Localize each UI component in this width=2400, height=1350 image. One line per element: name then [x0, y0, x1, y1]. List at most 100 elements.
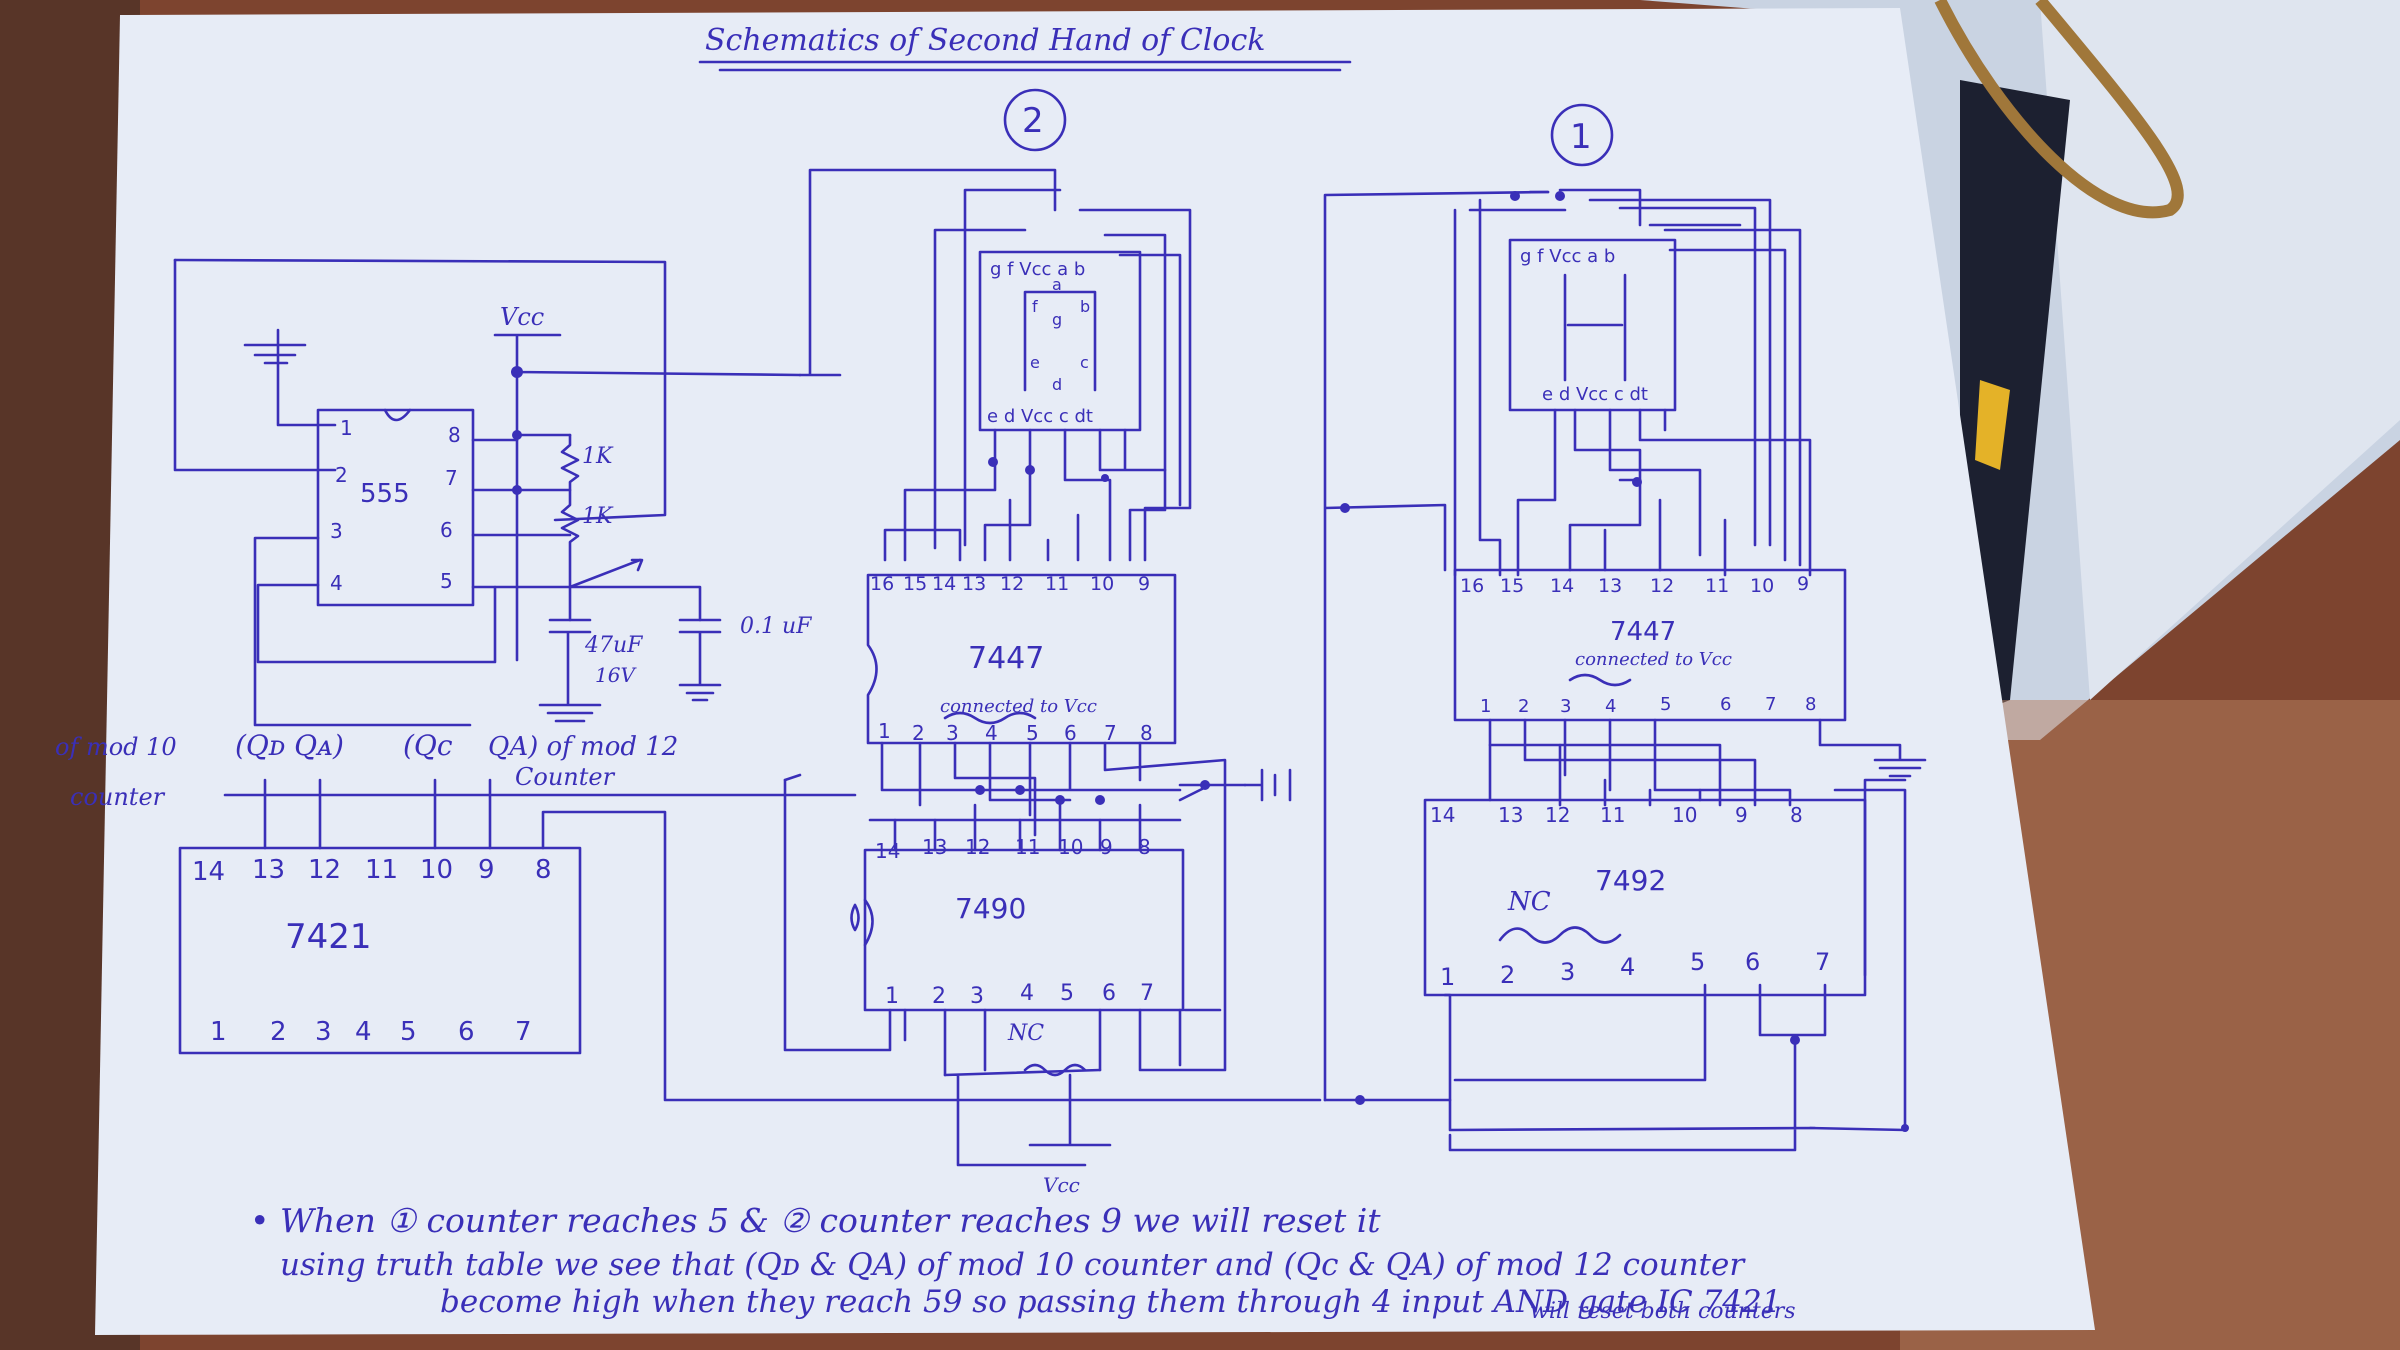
ic-7492-pin: 8 — [1790, 803, 1803, 827]
decoder-pin: 1 — [878, 719, 891, 743]
display-1-top-pins: g f Vcc a b — [1520, 246, 1615, 267]
decoder-pin: 6 — [1064, 721, 1077, 745]
ic-7492-top-pins: 14 13 12 11 10 9 8 — [1430, 803, 1803, 827]
ic-7421-pin: 14 — [192, 857, 225, 887]
ic-7492-pin: 9 — [1735, 803, 1748, 827]
ic-7421-top-pins: 14 13 12 11 10 9 8 — [192, 855, 552, 887]
ic-7490-pin: 10 — [1058, 835, 1083, 859]
counter-7492-section: 7492 NC 14 13 12 11 10 9 8 1 2 3 4 5 6 7 — [1323, 718, 1927, 1152]
ic-555-label: 555 — [360, 479, 410, 509]
schematic-title: Schematics of Second Hand of Clock — [705, 23, 1265, 58]
ic-7492-pin: 2 — [1500, 961, 1515, 989]
decoder-2-top-pins: 16 15 14 13 12 11 10 9 — [870, 573, 1150, 595]
decoder-pin: 9 — [1797, 573, 1809, 595]
display-2-bottom-pins: e d Vcc c dt — [987, 406, 1093, 427]
ic-7492-pin: 5 — [1690, 948, 1705, 976]
ic-7492-pin: 12 — [1545, 803, 1570, 827]
segment-label: d — [1052, 375, 1062, 394]
note-line-4: will reset both counters — [1530, 1299, 1796, 1324]
ic-7421-pin: 11 — [365, 855, 398, 885]
counter-7490-section: 7490 14 13 12 11 10 9 8 1 2 3 4 5 6 7 NC… — [783, 741, 1292, 1197]
display-2-top-pins: g f Vcc a b — [990, 259, 1085, 280]
decoder-pin: 4 — [985, 721, 998, 745]
ic-7490-bottom-pins: 1 2 3 4 5 6 7 — [885, 981, 1154, 1009]
segment-label: b — [1080, 297, 1090, 316]
ic-7421 — [178, 846, 582, 1055]
ic-7492-label: 7492 — [1595, 864, 1666, 897]
ic-7492-pin: 11 — [1600, 803, 1625, 827]
mod10-label: counter — [70, 783, 166, 811]
ic-555-pin: 2 — [335, 463, 348, 487]
ic-7490-nc: NC — [1007, 1021, 1044, 1046]
decoder-pin: 16 — [1460, 575, 1484, 597]
ic-555-pin: 4 — [330, 571, 343, 595]
ic-7492 — [1423, 798, 1867, 997]
ic-555 — [316, 408, 475, 607]
ic-7492-bottom-pins: 1 2 3 4 5 6 7 — [1440, 948, 1830, 991]
resistor-label: 1K — [582, 504, 614, 529]
mod10-label: of mod 10 — [55, 733, 177, 761]
ic-555-pin: 5 — [440, 569, 453, 593]
decoder-pin: 10 — [1090, 573, 1114, 595]
segment-label: f — [1032, 297, 1038, 316]
ic-7421-pin: 7 — [515, 1017, 532, 1047]
ic-7421-pin: 13 — [252, 855, 285, 885]
decoder-pin: 16 — [870, 573, 894, 595]
decoder-pin: 9 — [1138, 573, 1150, 595]
decoder-pin: 2 — [1518, 696, 1529, 717]
ic-7421-pin: 1 — [210, 1017, 227, 1047]
ic-7490-pin: 14 — [875, 839, 900, 863]
ic-7492-pin: 1 — [1440, 963, 1455, 991]
ic-7421-pin: 5 — [400, 1017, 417, 1047]
ic-7421-pin: 8 — [535, 855, 552, 885]
note-line-1: • When ① counter reaches 5 & ② counter r… — [250, 1201, 1381, 1240]
ic-7492-pin: 6 — [1745, 948, 1760, 976]
ic-7490-pin: 9 — [1100, 835, 1113, 859]
ic-7492-pin: 4 — [1620, 953, 1635, 981]
decoder-pin: 5 — [1660, 694, 1671, 715]
capacitor-label: 47uF — [584, 633, 643, 658]
decoder-pin: 14 — [932, 573, 956, 595]
ic-555-pin: 6 — [440, 518, 453, 542]
ic-555-pin: 3 — [330, 519, 343, 543]
decoder-1-note: connected to Vcc — [1575, 649, 1732, 670]
capacitor-label: 16V — [595, 663, 637, 687]
ic-7421-label: 7421 — [285, 917, 372, 957]
display-1-bottom-pins: e d Vcc c dt — [1542, 384, 1648, 405]
decoder-pin: 2 — [912, 721, 925, 745]
ic-7492-pin: 14 — [1430, 803, 1455, 827]
mod12-qc: (Qc — [403, 729, 453, 762]
ic-7490-pin: 2 — [932, 984, 946, 1009]
decoder-pin: 1 — [1480, 696, 1491, 717]
ic-7492-pin: 10 — [1672, 803, 1697, 827]
seven-segment-display-2 — [978, 250, 1142, 432]
segment-label: e — [1030, 353, 1040, 372]
decoder-2-bottom-pins: 1 2 3 4 5 6 7 8 — [878, 719, 1153, 745]
ref-mark-1: 1 — [1570, 117, 1592, 157]
and-gate-7421-section: of mod 10 counter (Qᴅ Qᴀ) (Qc QA) of mod… — [55, 729, 1322, 1102]
decoder-pin: 3 — [946, 721, 959, 745]
explanation-notes: • When ① counter reaches 5 & ② counter r… — [250, 1201, 1796, 1324]
decoder-2-note: connected to Vcc — [940, 696, 1097, 717]
decoder-pin: 12 — [1650, 575, 1674, 597]
decoder-pin: 6 — [1720, 694, 1731, 715]
decoder-pin: 12 — [1000, 573, 1024, 595]
decoder-2-label: 7447 — [968, 641, 1044, 676]
ic-7421-pin: 4 — [355, 1017, 372, 1047]
decoder-pin: 7 — [1765, 694, 1776, 715]
ic-7421-pin: 12 — [308, 855, 341, 885]
vcc-label-bottom: Vcc — [1043, 1173, 1080, 1197]
note-line-3: become high when they reach 59 so passin… — [440, 1284, 1781, 1320]
note-line-2: using truth table we see that (Qᴅ & QA) … — [280, 1247, 1746, 1283]
mod12-label: Counter — [515, 763, 616, 791]
ic-7490-pin: 6 — [1102, 981, 1116, 1006]
ref-mark-2: 2 — [1022, 101, 1044, 141]
digit-1-section: g f Vcc a b e d Vcc c dt 7447 connected … — [1323, 188, 1847, 1102]
decoder-pin: 11 — [1045, 573, 1069, 595]
ic-7490-pin: 8 — [1138, 835, 1151, 859]
ic-555-pin: 8 — [448, 423, 461, 447]
segment-label: c — [1080, 353, 1089, 372]
ic-decoder-1 — [1453, 568, 1847, 722]
